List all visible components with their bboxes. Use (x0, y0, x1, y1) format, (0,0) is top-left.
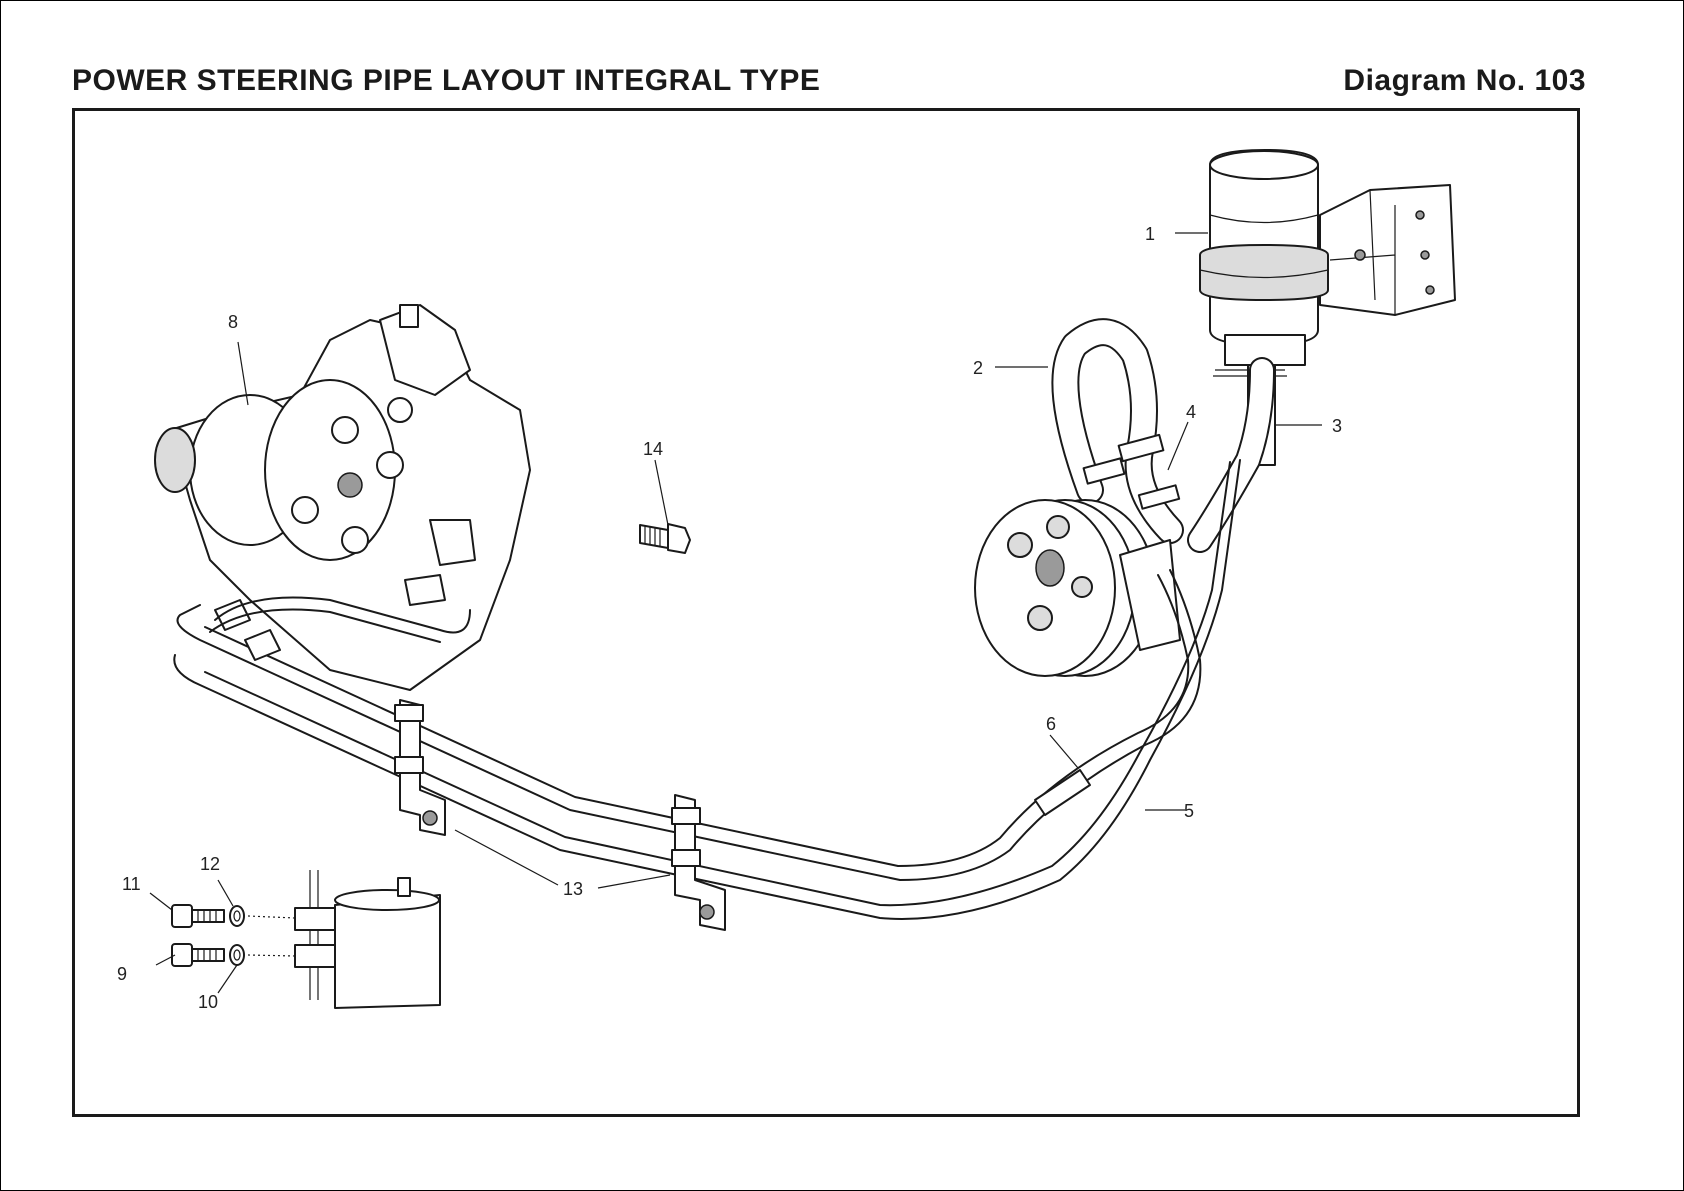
bolt-axis-lines (247, 915, 296, 957)
diagram-number: Diagram No. 103 (1343, 64, 1586, 97)
diagram-frame (72, 108, 1580, 1117)
bolt-part-9[interactable] (171, 943, 225, 967)
hose-clamps-part-4[interactable] (1082, 433, 1181, 510)
callout-6: 6 (1046, 714, 1056, 734)
callout-10: 10 (198, 992, 218, 1012)
washer-part-10[interactable] (229, 944, 245, 966)
callout-14: 14 (643, 439, 663, 459)
pipe-clamp-part-13[interactable] (394, 699, 726, 931)
callout-12: 12 (200, 854, 220, 874)
callout-2: 2 (973, 358, 983, 378)
bolt-part-14[interactable] (639, 523, 691, 554)
callout-1: 1 (1145, 224, 1155, 244)
hose-part-3[interactable] (1187, 357, 1275, 553)
callout-3: 3 (1332, 416, 1342, 436)
callout-5: 5 (1184, 801, 1194, 821)
pump-block-detail (294, 870, 441, 1009)
callout-11: 11 (122, 874, 141, 894)
leader-lines (149, 232, 1322, 994)
callout-8: 8 (228, 312, 238, 332)
callout-4: 4 (1186, 402, 1196, 422)
hose-part-2[interactable] (1051, 318, 1184, 544)
pipe-part-6[interactable] (176, 569, 1202, 881)
steering-gear-part-8[interactable] (154, 304, 531, 691)
bolt-part-11[interactable] (171, 904, 225, 928)
pump-pulley (974, 499, 1181, 677)
callout-13: 13 (563, 879, 583, 899)
reservoir-part-1[interactable] (1199, 149, 1456, 466)
callout-9: 9 (117, 964, 127, 984)
page-title: POWER STEERING PIPE LAYOUT INTEGRAL TYPE (72, 64, 821, 97)
washer-part-12[interactable] (229, 905, 245, 927)
pipe-part-5[interactable] (173, 459, 1241, 920)
